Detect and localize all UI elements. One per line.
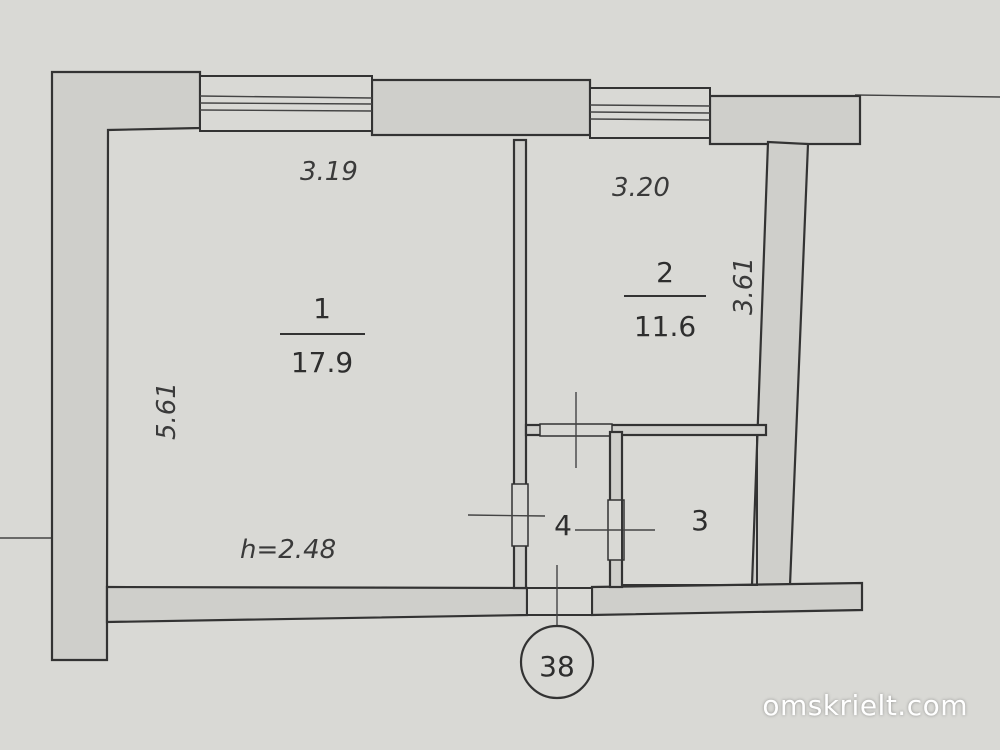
room-2-length: 3.61 — [729, 257, 759, 315]
room-1-number: 1 — [313, 292, 331, 325]
watermark: omskrielt.com — [762, 689, 968, 722]
room-1-width: 3.19 — [300, 157, 358, 187]
ceiling-height: h=2.48 — [240, 535, 336, 565]
room-1: 1 17.9 3.19 5.61 h=2.48 — [152, 157, 365, 565]
window-right — [589, 87, 711, 139]
room-2-width: 3.20 — [612, 173, 670, 203]
apartment-number-badge: 38 — [519, 624, 595, 700]
room-3-number: 3 — [691, 504, 709, 537]
bottom-wall — [105, 565, 864, 625]
room-2: 2 11.6 3.20 3.61 — [612, 173, 759, 343]
partition-1-2 — [512, 138, 528, 590]
room-2-number: 2 — [656, 256, 674, 289]
room-1-area: 17.9 — [291, 346, 353, 379]
room-3-outline — [621, 434, 758, 586]
room-4-number: 4 — [554, 509, 572, 542]
top-wall — [199, 75, 862, 146]
room-1-length: 5.61 — [152, 382, 182, 440]
room-2-area: 11.6 — [634, 310, 696, 343]
apartment-number: 38 — [539, 650, 575, 683]
window-left — [199, 75, 373, 132]
